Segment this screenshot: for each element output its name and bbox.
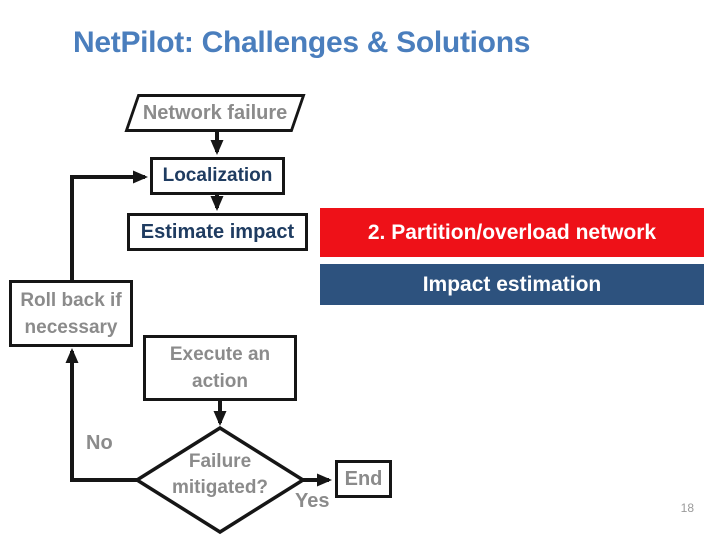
node-execute-action: Execute an action — [143, 335, 297, 401]
decision-line1: Failure — [188, 451, 252, 472]
node-end-label: End — [344, 467, 383, 490]
edge-decision-no-to-rollback — [65, 348, 139, 482]
node-estimate-impact: Estimate impact — [127, 213, 308, 251]
node-estimate-impact-label: Estimate impact — [140, 220, 295, 243]
callout-partition-overload-label: 2. Partition/overload network — [367, 220, 657, 244]
node-network-failure-label: Network failure — [142, 101, 288, 124]
edge-rollback-to-localization — [70, 170, 148, 281]
decision-line2: mitigated? — [171, 477, 269, 498]
node-failure-mitigated-label: Failure mitigated? — [150, 449, 290, 501]
node-execute-action-label: Execute an action — [169, 344, 271, 392]
callout-impact-estimation: Impact estimation — [320, 264, 704, 305]
callout-partition-overload: 2. Partition/overload network — [320, 208, 704, 257]
node-localization-label: Localization — [162, 165, 273, 186]
edge-label-no: No — [86, 432, 113, 454]
callout-impact-estimation-label: Impact estimation — [422, 272, 602, 296]
node-localization: Localization — [150, 157, 285, 195]
slide-title: NetPilot: Challenges & Solutions — [73, 26, 531, 59]
node-network-failure: Network failure — [124, 94, 306, 132]
decision-diamond-shape — [133, 425, 307, 535]
edge-label-yes: Yes — [295, 490, 330, 512]
node-roll-back: Roll back if necessary — [9, 280, 133, 347]
page-number: 18 — [680, 501, 694, 515]
node-roll-back-label: Roll back if necessary — [20, 289, 122, 338]
node-end: End — [335, 460, 392, 498]
